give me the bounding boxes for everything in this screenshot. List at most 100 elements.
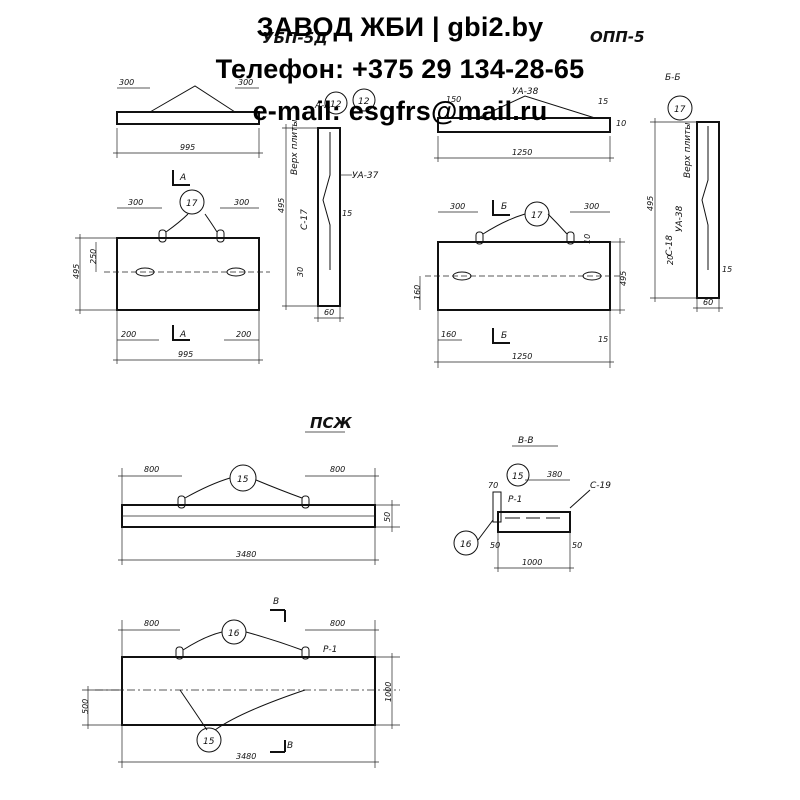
opp-dim-10: 10 [616,119,626,128]
section-b-callout-circle [667,95,693,121]
opp-plan-dim-15: 15 [598,335,608,344]
psj-callout-text: 15 [237,475,249,485]
ubp-plan-bottom-right: 200 [236,330,251,339]
ubp-plan-slab [116,237,260,311]
section-v-label-p: Р-1 [508,495,522,505]
opp-section-mark-bottom [492,328,510,344]
psj-plan-callout-top-text: 16 [228,629,240,639]
psj-plan-slab [121,656,376,726]
ubp-elevation-slab [116,111,260,125]
opp-plan-bottom-left: 160 [441,330,456,339]
psj-plan-callout-bottom-circle [196,727,222,753]
opp-section-mark-label-bottom: Б [501,331,507,341]
opp-plan: 17 300 300 10 160 15 1250 495 160 Б Б [413,200,628,368]
section-b-slab [696,121,720,299]
ubp-section-mark-bottom [172,325,190,341]
section-b: Б-Б 17 Верх плиты УА-38 С-18 495 20 15 6… [646,73,732,312]
psj-plan-callout-bottom-text: 15 [203,737,215,747]
opp-lift-loop-right [566,231,575,245]
opp-callout-text: 17 [531,211,543,221]
ubp-plan-left-offset: 300 [128,198,143,207]
section-v-callout-left-text: 16 [460,540,472,550]
ubp-plan-height: 495 [72,264,81,279]
psj-plan-label-r: Р-1 [323,645,337,655]
psj-plan-lift-loop-right [301,646,310,660]
psj-right-offset: 800 [330,465,345,474]
psj-overall: 3480 [236,550,256,559]
ubp-plan-overall: 995 [178,350,193,359]
section-v-title: В-В [518,436,534,446]
section-b-callout-text: 17 [674,105,686,115]
ubp-plan-bottom-left: 200 [121,330,136,339]
ubp-callout-circle [179,189,205,215]
opp-elevation-slab [437,117,611,133]
ubp-section-mark-label-bottom: А [179,330,186,340]
section-a-slab [317,127,341,307]
section-v-dim-top: 380 [547,470,562,479]
header-email: e-mail: esgfrs@mail.ru [252,96,548,126]
psj-lift-loop-left [177,495,186,509]
psj-plan-width: 1000 [384,682,393,702]
opp-elev-overall: 1250 [512,148,532,157]
ubp-section-mark-label-top: А [179,173,186,183]
opp-callout-circle [524,201,550,227]
section-b-dim-15: 15 [722,265,732,274]
section-v-dim-50-right: 50 [572,541,582,550]
opp-section-mark-top [492,200,510,216]
section-a-height: 495 [277,198,286,213]
section-a-label-wire: Верх плиты [290,120,300,175]
section-v-dim-50-left: 50 [490,541,500,550]
section-v-dim-left: 70 [488,481,498,490]
section-a-label-ua: УА-37 [352,171,379,181]
psj-plan-right-offset: 800 [330,619,345,628]
opp-plan-left-offset: 300 [450,202,465,211]
opp-plan-dim-loop: 10 [583,234,592,244]
psj-plan-section-mark-label-top: В [273,597,279,607]
ubp-callout-text: 17 [186,199,198,209]
opp-dim-15: 15 [598,97,608,106]
ubp-elev-right-offset: 300 [238,78,253,87]
section-b-label-ua: УА-38 [675,205,685,232]
psj-plan-left-offset: 800 [144,619,159,628]
psj-plan-callout-top-circle [221,619,247,645]
psj-plan-section-mark-bottom [270,740,286,753]
opp-dim-150: 150 [446,95,461,104]
section-v-slab [497,511,571,533]
psj-plan: 16 15 800 800 Р-1 3480 1000 500 В В [81,597,400,768]
ubp-loop [149,85,236,113]
opp-top-callout-circle [352,88,376,112]
opp-label-ua: УА-38 [512,87,539,97]
ubp-lift-loop-left [158,229,167,243]
section-a-label-c: С-17 [300,209,310,230]
ubp-code: УБП-5Д [262,29,328,47]
section-a-title: А-А [314,101,331,111]
section-b-width: 60 [703,298,713,307]
section-b-label-c: С-18 [665,235,675,256]
opp-plan-height-inner: 160 [413,285,422,300]
ubp-plan-right-offset: 300 [234,198,249,207]
ubp-lift-loop-right [216,229,225,243]
psj-plan-overall: 3480 [236,752,256,761]
section-v-callout-top-circle [506,463,530,487]
psj-thickness: 50 [383,512,392,522]
section-a-dim-30: 30 [296,267,305,277]
section-b-title: Б-Б [665,73,681,83]
opp-elevation: ОПП-5 12 УА-38 150 15 10 1250 [352,28,645,162]
opp-section-mark-label-top: Б [501,202,507,212]
psj-lift-loop-right [301,495,310,509]
opp-plan-overall: 1250 [512,352,532,361]
section-v: В-В 15 16 380 С-19 Р-1 70 50 50 1000 [453,436,611,572]
ubp-elev-left-offset: 300 [119,78,134,87]
psj-elevation: ПСЖ 15 800 800 3480 50 [118,414,400,565]
section-b-dim-20: 20 [666,255,675,265]
psj-left-offset: 800 [144,465,159,474]
psj-title: ПСЖ [310,414,353,432]
opp-code: ОПП-5 [590,28,645,46]
ubp-elev-overall: 995 [180,143,195,152]
opp-top-callout-text: 12 [358,97,370,107]
ubp-plan: 17 300 300 200 200 995 495 250 А А [72,170,270,364]
opp-plan-right-offset: 300 [584,202,599,211]
section-b-label-wire: Верх плиты [683,123,693,178]
ubp-elevation: УБП-5Д 300 300 995 [113,29,328,158]
